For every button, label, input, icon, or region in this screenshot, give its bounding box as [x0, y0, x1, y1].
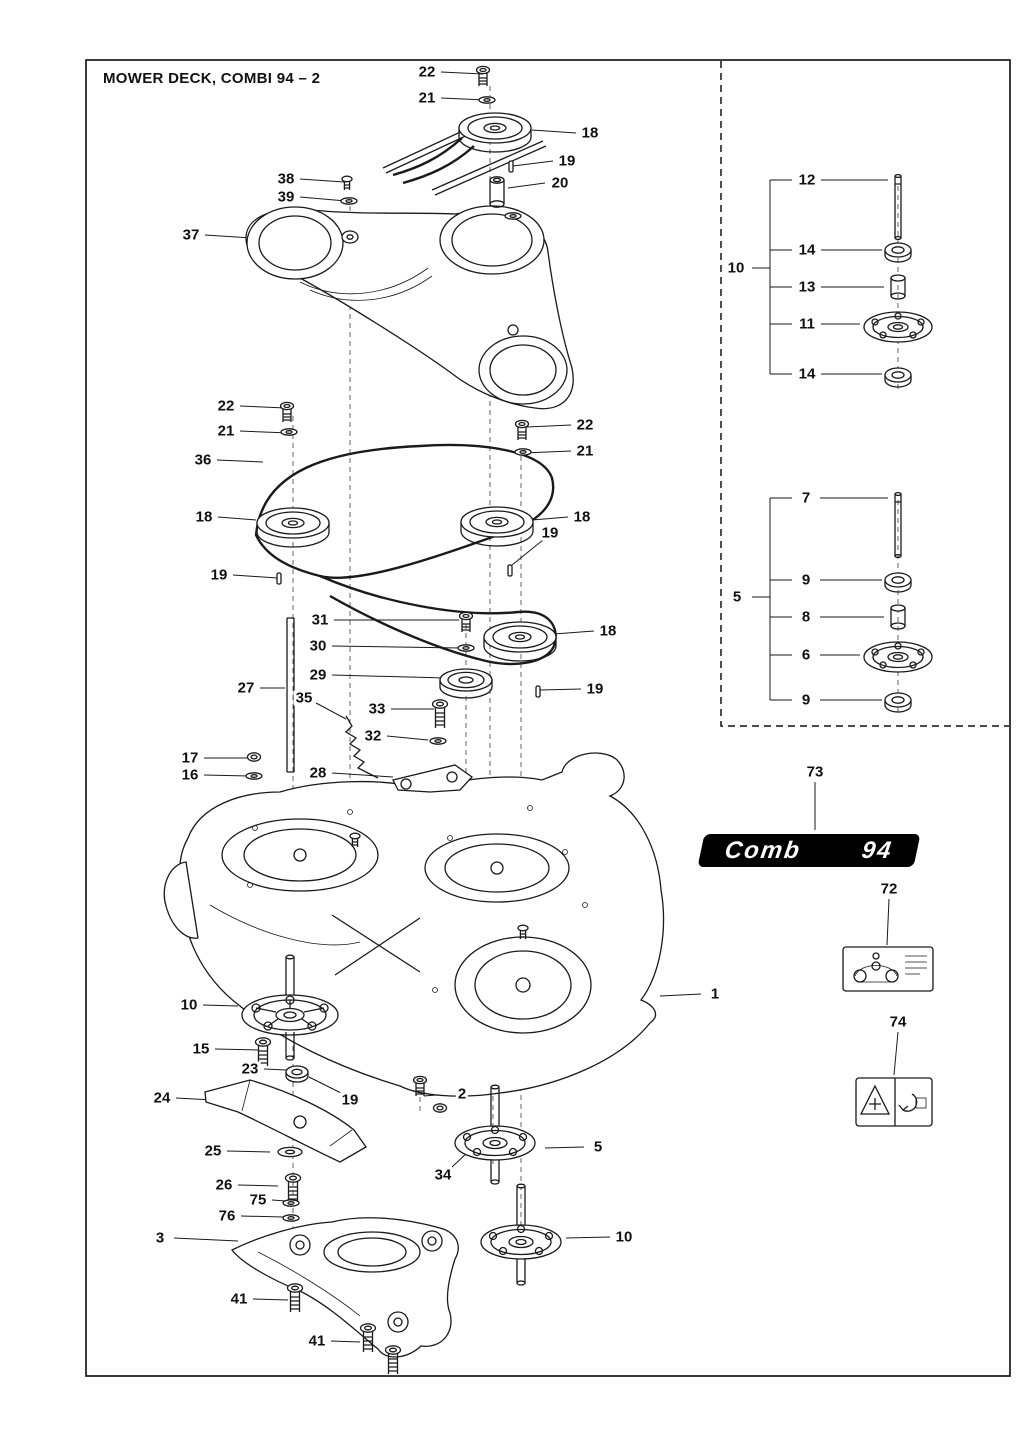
warning-rotating-blades-decal — [855, 1077, 933, 1127]
callout-72: 72 — [878, 880, 900, 898]
callout-17: 17 — [179, 749, 201, 767]
callout-33: 33 — [366, 700, 388, 718]
right-pulley-18 — [460, 506, 534, 547]
callout-30: 30 — [307, 637, 329, 655]
callout-19: 19 — [556, 152, 578, 170]
spindle-center — [454, 1084, 536, 1185]
blade-hardware — [277, 1146, 303, 1222]
callout-5: 5 — [730, 588, 744, 606]
callout-38: 38 — [275, 170, 297, 188]
callout-2: 2 — [455, 1085, 469, 1103]
callout-24: 24 — [151, 1089, 173, 1107]
logo-text-right: 94 — [860, 836, 895, 864]
callout-75: 75 — [247, 1191, 269, 1209]
page-border — [85, 59, 1011, 1377]
callout-16: 16 — [179, 766, 201, 784]
callout-19: 19 — [584, 680, 606, 698]
callout-9: 9 — [799, 691, 813, 709]
callout-25: 25 — [202, 1142, 224, 1160]
callout-21: 21 — [215, 422, 237, 440]
callout-22: 22 — [574, 416, 596, 434]
callout-29: 29 — [307, 666, 329, 684]
callout-6: 6 — [799, 646, 813, 664]
callout-32: 32 — [362, 727, 384, 745]
callout-31: 31 — [309, 611, 331, 629]
combi-94-logo: Comb 94 — [697, 834, 921, 867]
callout-5: 5 — [591, 1138, 605, 1156]
spindle-left — [241, 954, 339, 1083]
callout-14: 14 — [796, 241, 818, 259]
callout-19: 19 — [208, 566, 230, 584]
callout-74: 74 — [887, 1013, 909, 1031]
callout-28: 28 — [307, 764, 329, 782]
callout-73: 73 — [804, 763, 826, 781]
callout-10: 10 — [178, 996, 200, 1014]
callout-7: 7 — [799, 489, 813, 507]
callout-18: 18 — [193, 508, 215, 526]
callout-18: 18 — [597, 622, 619, 640]
callout-3: 3 — [153, 1229, 167, 1247]
callout-10: 10 — [725, 259, 747, 277]
callout-21: 21 — [416, 89, 438, 107]
spindle-right — [480, 1183, 562, 1286]
callout-41: 41 — [228, 1290, 250, 1308]
callout-19: 19 — [539, 524, 561, 542]
callout-1: 1 — [708, 985, 722, 1003]
callout-15: 15 — [190, 1040, 212, 1058]
callout-21: 21 — [574, 442, 596, 460]
callout-26: 26 — [213, 1176, 235, 1194]
callout-9: 9 — [799, 571, 813, 589]
callout-11: 11 — [797, 315, 817, 333]
callout-13: 13 — [796, 278, 818, 296]
callout-18: 18 — [579, 124, 601, 142]
bottom-cover-plate — [231, 1217, 459, 1358]
detail-panel-dashed-border — [720, 61, 1009, 727]
callout-18: 18 — [571, 508, 593, 526]
callout-22: 22 — [215, 397, 237, 415]
idler-pulley-29 — [439, 668, 493, 699]
callout-37: 37 — [180, 226, 202, 244]
callout-41: 41 — [306, 1332, 328, 1350]
callout-34: 34 — [432, 1166, 454, 1184]
callout-8: 8 — [799, 608, 813, 626]
callout-10: 10 — [613, 1228, 635, 1246]
deck-cover — [245, 205, 574, 410]
callout-35: 35 — [293, 689, 315, 707]
callout-12: 12 — [796, 171, 818, 189]
top-pulley-18 — [458, 112, 532, 153]
logo-text-left: Comb — [723, 836, 803, 864]
leader-lines — [173, 71, 899, 1343]
mid-hardware — [245, 401, 541, 780]
callout-14: 14 — [796, 365, 818, 383]
callout-27: 27 — [235, 679, 257, 697]
belt-routing-decal — [842, 946, 934, 992]
callout-20: 20 — [549, 174, 571, 192]
callout-22: 22 — [416, 63, 438, 81]
callout-36: 36 — [192, 451, 214, 469]
drive-belt — [254, 443, 557, 666]
page-title: MOWER DECK, COMBI 94 – 2 — [103, 70, 321, 87]
callout-76: 76 — [216, 1207, 238, 1225]
callout-19: 19 — [339, 1091, 361, 1109]
mower-blade — [204, 1079, 367, 1163]
left-pulley-18 — [256, 507, 330, 548]
mower-deck-shell — [163, 752, 665, 1097]
callout-23: 23 — [239, 1060, 261, 1078]
callout-39: 39 — [275, 188, 297, 206]
